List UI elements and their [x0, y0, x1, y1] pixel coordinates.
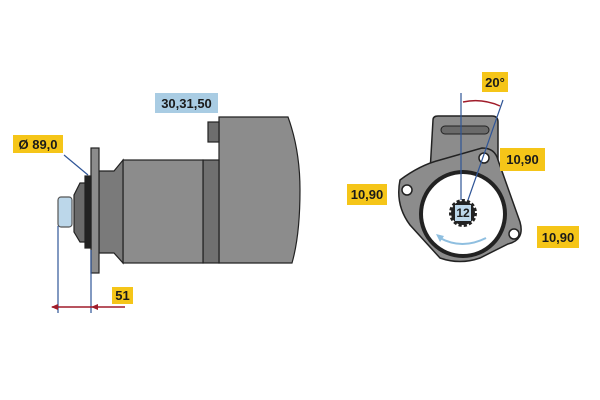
side-view: [57, 116, 301, 274]
diameter-label: Ø 89,0: [13, 135, 63, 153]
neck: [98, 158, 124, 265]
length-label: 51: [112, 287, 133, 304]
side-dimensions: [51, 154, 125, 313]
solenoid: [218, 116, 301, 264]
bolt-hole: [401, 184, 413, 196]
seal-disk: [84, 175, 92, 249]
pinion: [57, 196, 73, 228]
front-view: [398, 115, 522, 263]
band: [202, 159, 220, 264]
solenoid-terminal: [207, 121, 220, 143]
bolt-label: 10,90: [537, 226, 579, 248]
front-dimensions: [436, 93, 504, 245]
rotation-arrow: [439, 237, 487, 245]
motor-body: [122, 159, 204, 264]
bolt-label: 10,90: [500, 148, 545, 171]
nose: [73, 182, 86, 243]
bolt-label: 10,90: [347, 184, 387, 205]
terminal-label: 30,31,50: [155, 93, 218, 113]
pinion-teeth-label: 12: [456, 206, 470, 220]
angle-label: 20°: [482, 72, 508, 92]
mounting-flange: [90, 147, 100, 274]
bolt-hole: [508, 228, 520, 240]
slot: [440, 125, 490, 135]
